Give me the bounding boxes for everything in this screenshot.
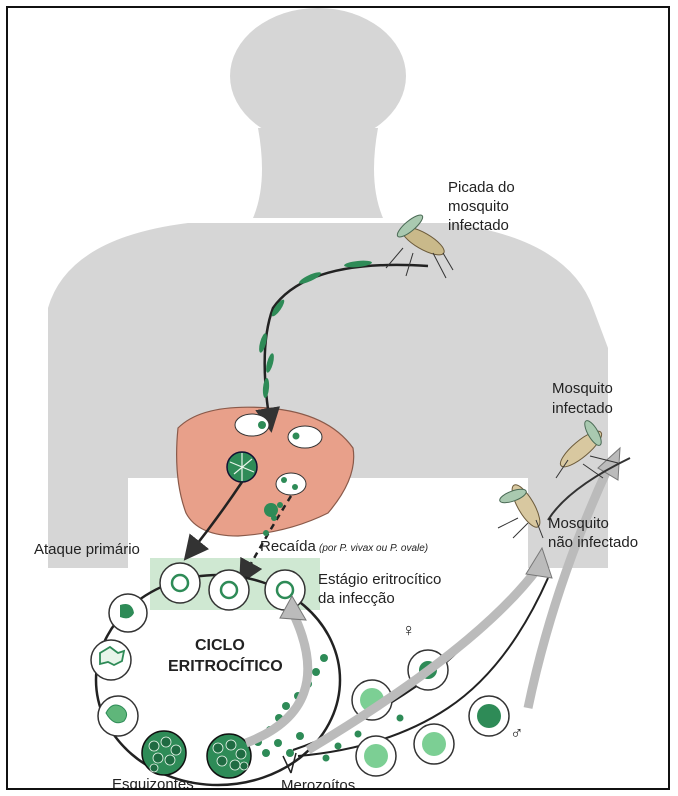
label-relapse-note: (por P. vivax ou P. ovale) <box>319 543 428 554</box>
malaria-cycle-diagram: Picada do mosquito infectado Mosquito in… <box>8 8 670 790</box>
label-erythro-stage-1: Estágio eritrocítico <box>318 571 441 588</box>
label-cycle-1: CICLO <box>195 637 245 654</box>
label-uninfected-mosquito-1: Mosquito <box>548 515 609 532</box>
label-infected-mosquito-2: infectado <box>552 400 613 417</box>
label-erythro-stage-2: da infecção <box>318 590 395 607</box>
label-bite-2: mosquito <box>448 198 509 215</box>
label-relapse: Recaída <box>260 538 317 555</box>
label-uninfected-mosquito-2: não infectado <box>548 534 638 551</box>
label-primary-attack: Ataque primário <box>34 541 140 558</box>
male-symbol: ♂ <box>510 723 524 743</box>
label-schizonts: Esquizontes <box>112 776 194 790</box>
diagram-frame: Picada do mosquito infectado Mosquito in… <box>6 6 670 790</box>
label-bite-1: Picada do <box>448 179 515 196</box>
label-merozoites: Merozoítos <box>281 777 355 790</box>
female-symbol: ♀ <box>402 620 416 640</box>
label-bite-3: infectado <box>448 217 509 234</box>
reinvasion-arrow <box>246 613 308 743</box>
label-cycle-2: ERITROCÍTICO <box>168 656 283 675</box>
label-infected-mosquito-1: Mosquito <box>552 380 613 397</box>
